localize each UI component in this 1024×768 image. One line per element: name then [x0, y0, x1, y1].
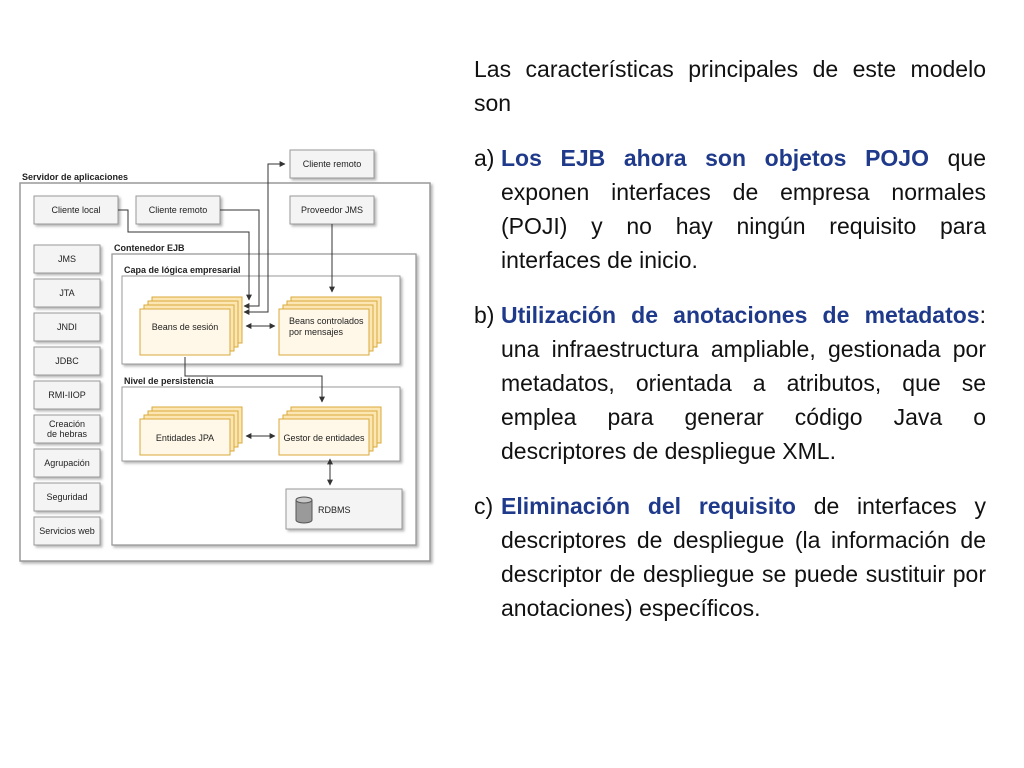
local-client-box — [33, 195, 119, 225]
entity-manager-stack — [278, 406, 382, 456]
feature-rest: : una infraestructura ampliable, gestion… — [501, 302, 986, 464]
feature-marker: b) — [474, 302, 495, 328]
service-label: Agrupación — [44, 458, 90, 468]
jms-provider-label: Proveedor JMS — [301, 205, 363, 215]
service-box — [33, 414, 101, 444]
service-box — [33, 244, 101, 274]
service-box — [33, 346, 101, 376]
service-label: Seguridad — [46, 492, 87, 502]
feature-item-c: c) Eliminación del requisito de interfac… — [474, 489, 986, 625]
service-label: JTA — [59, 288, 74, 298]
feature-rest: de interfaces y descriptores de desplieg… — [501, 493, 987, 621]
connectors — [118, 161, 335, 486]
service-box — [33, 278, 101, 308]
service-box — [33, 482, 101, 512]
feature-marker: a) — [474, 145, 495, 171]
remote-client-top-label: Cliente remoto — [303, 159, 362, 169]
feature-text: Los EJB ahora son objetos POJO que expon… — [501, 141, 986, 277]
service-box — [33, 516, 101, 546]
session-beans-stack — [139, 296, 243, 356]
business-layer-label: Capa de lógica empresarial — [124, 265, 241, 275]
service-box — [33, 448, 101, 478]
features-text-panel: Las características principales de este … — [474, 52, 986, 646]
service-label: JMS — [58, 254, 76, 264]
service-label: JDBC — [55, 356, 79, 366]
ejb-architecture-diagram: Servidor de aplicaciones Cliente remoto … — [19, 149, 431, 562]
mdb-stack — [278, 296, 382, 356]
service-box — [33, 380, 101, 410]
rdbms-label: RDBMS — [318, 505, 351, 515]
mdb-label-line1: Beans controlados — [289, 316, 364, 326]
jpa-entities-label: Entidades JPA — [156, 433, 214, 443]
feature-text: Eliminación del requisito de interfaces … — [501, 489, 986, 625]
local-client-label: Cliente local — [51, 205, 100, 215]
database-icon — [295, 496, 313, 524]
feature-text: Utilización de anotaciones de metadatos:… — [501, 298, 986, 468]
remote-client-top-box — [289, 149, 375, 179]
feature-highlight: Eliminación del requisito — [501, 493, 796, 519]
feature-marker: c) — [474, 493, 494, 519]
ejb-container-label: Contenedor EJB — [114, 243, 185, 253]
service-label: RMI-IIOP — [48, 390, 86, 400]
session-beans-label: Beans de sesión — [152, 322, 219, 332]
feature-highlight: Utilización de anotaciones de metadatos — [501, 302, 980, 328]
service-label: de hebras — [47, 429, 88, 439]
mdb-label-line2: por mensajes — [289, 327, 344, 337]
feature-highlight: Los EJB ahora son objetos POJO — [501, 145, 929, 171]
intro-text: Las características principales de este … — [474, 56, 986, 116]
jpa-entities-stack — [139, 406, 243, 456]
remote-client-label: Cliente remoto — [149, 205, 208, 215]
feature-item-a: a) Los EJB ahora son objetos POJO que ex… — [474, 141, 986, 277]
service-label: Creación — [49, 419, 85, 429]
feature-rest: que exponen interfaces de empresa normal… — [501, 145, 986, 273]
service-label: Servicios web — [39, 526, 95, 536]
app-server-label: Servidor de aplicaciones — [22, 172, 128, 182]
feature-item-b: b) Utilización de anotaciones de metadat… — [474, 298, 986, 468]
service-box — [33, 312, 101, 342]
entity-manager-label: Gestor de entidades — [283, 433, 365, 443]
service-label: JNDI — [57, 322, 77, 332]
persistence-layer-label: Nivel de persistencia — [124, 376, 215, 386]
